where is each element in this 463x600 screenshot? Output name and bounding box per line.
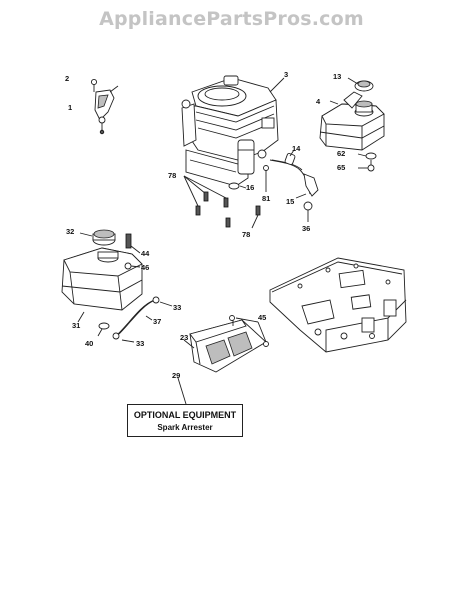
fuel-hose-part <box>112 296 173 343</box>
chassis-plate-part <box>269 257 407 353</box>
lower-tank-part <box>61 229 143 337</box>
callout-81: 81 <box>262 194 270 203</box>
mounting-bolts-part <box>183 175 261 229</box>
optional-equipment-title: OPTIONAL EQUIPMENT <box>133 410 237 420</box>
callout-78-upper: 78 <box>168 171 176 180</box>
engine-part <box>181 75 285 187</box>
callout-2: 2 <box>65 74 69 83</box>
callout-23: 23 <box>180 333 188 342</box>
callout-36: 36 <box>302 224 310 233</box>
callout-33-upper: 33 <box>173 303 181 312</box>
callout-65: 65 <box>337 163 345 172</box>
callout-1: 1 <box>68 103 72 112</box>
callout-29: 29 <box>172 371 180 380</box>
callout-3: 3 <box>284 70 288 79</box>
callout-4: 4 <box>316 97 321 106</box>
optional-equipment-subtitle: Spark Arrester <box>157 423 213 432</box>
callout-40: 40 <box>85 339 93 348</box>
callout-31: 31 <box>72 321 80 330</box>
callout-33-lower: 33 <box>136 339 144 348</box>
optional-equipment-box: OPTIONAL EQUIPMENT Spark Arrester <box>127 404 243 437</box>
callout-32: 32 <box>66 227 74 236</box>
callout-46: 46 <box>141 263 149 272</box>
upper-tank-part <box>319 77 385 172</box>
callout-78-lower: 78 <box>242 230 250 239</box>
callout-14: 14 <box>292 144 301 153</box>
throttle-bracket-part <box>90 78 119 135</box>
callout-45: 45 <box>258 313 266 322</box>
spark-arrester-part <box>177 315 269 405</box>
callout-13: 13 <box>333 72 341 81</box>
callout-16: 16 <box>246 183 254 192</box>
callout-44: 44 <box>141 249 150 258</box>
callout-15: 15 <box>286 197 294 206</box>
callout-62: 62 <box>337 149 345 158</box>
fuel-line-part <box>228 149 319 222</box>
callout-37: 37 <box>153 317 161 326</box>
site-watermark: AppliancePartsPros.com <box>99 8 364 30</box>
